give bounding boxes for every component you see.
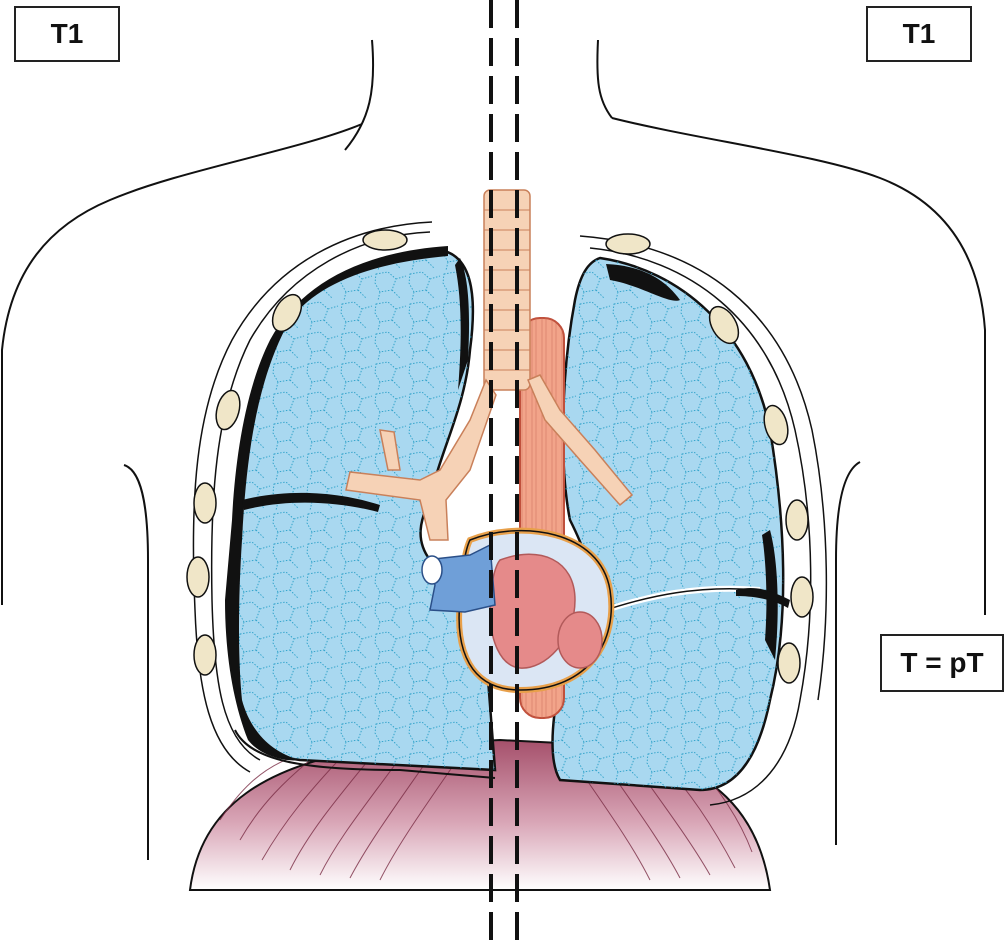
classification-label: T = pT: [880, 634, 1004, 692]
rib-cross-section-icon: [186, 229, 814, 684]
stage-label-right: T1: [866, 6, 972, 62]
body-outline: [1, 39, 986, 860]
left-lung: [551, 235, 828, 806]
stage-label-left: T1: [14, 6, 120, 62]
vena-cava: [421, 543, 496, 613]
right-lung: [192, 221, 497, 779]
midline: [489, 0, 519, 950]
